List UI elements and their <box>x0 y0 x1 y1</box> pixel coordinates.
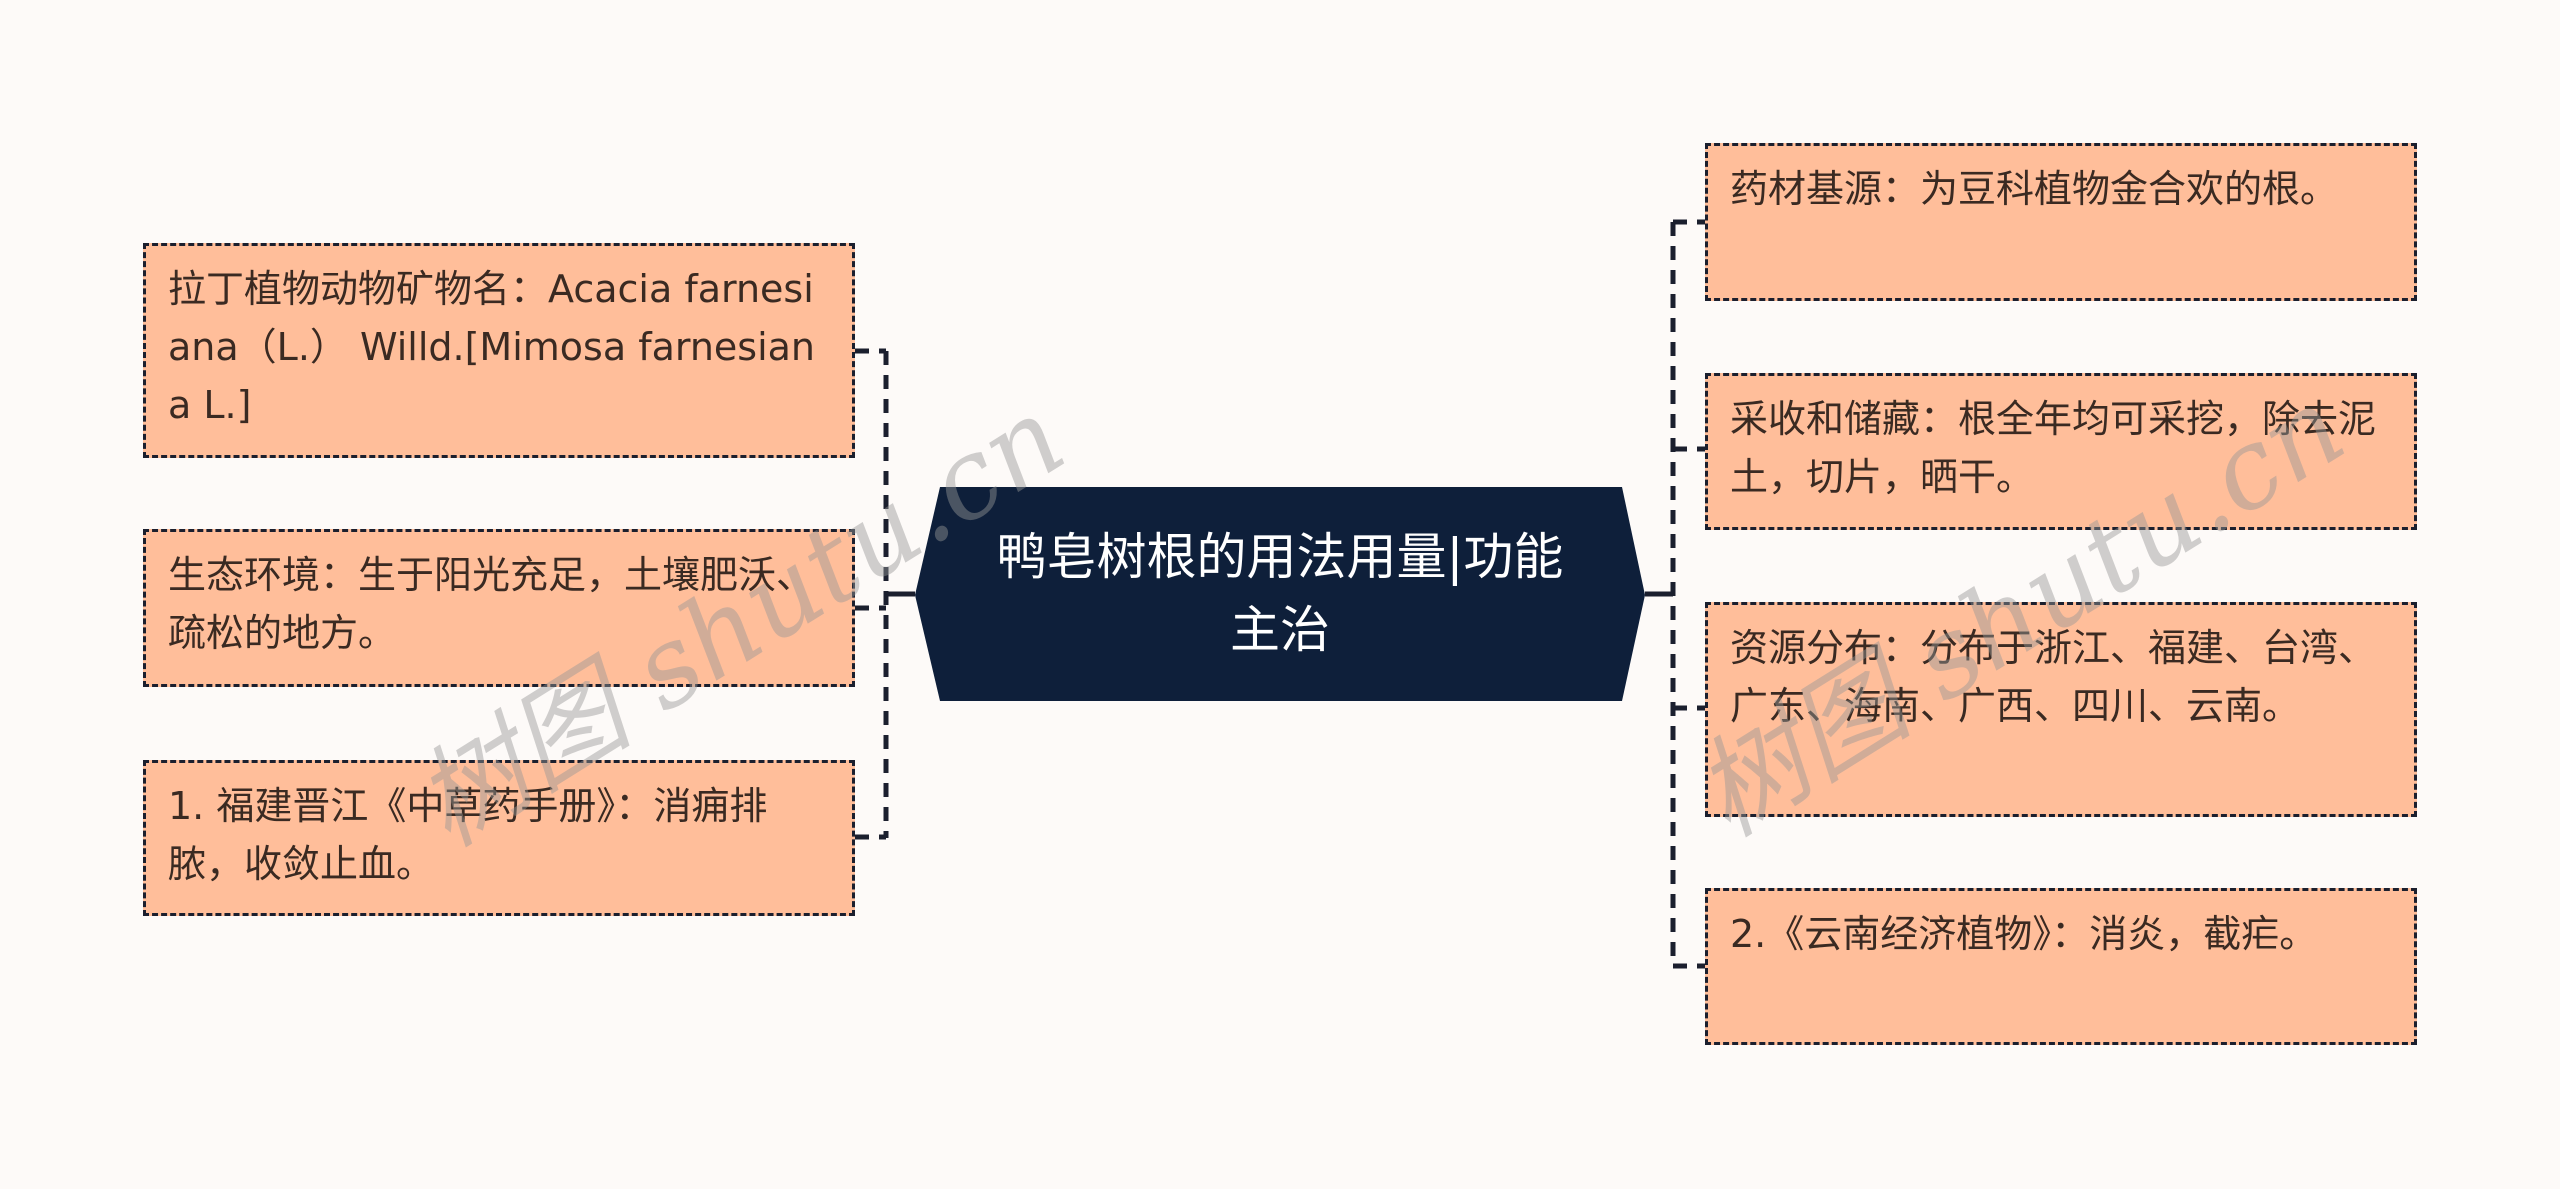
node-yunnan-economic-plants[interactable]: 2.《云南经济植物》：消炎，截疟。 <box>1705 888 2417 1045</box>
node-fujian-herbal-manual[interactable]: 1. 福建晋江《中草药手册》：消痈排脓，收敛止血。 <box>143 760 855 916</box>
node-text: 1. 福建晋江《中草药手册》：消痈排脓，收敛止血。 <box>168 784 768 886</box>
node-resource-distribution[interactable]: 资源分布：分布于浙江、福建、台湾、广东、海南、广西、四川、云南。 <box>1705 602 2417 817</box>
node-text: 药材基源：为豆科植物金合欢的根。 <box>1730 167 2339 211</box>
node-latin-name[interactable]: 拉丁植物动物矿物名：Acacia farnesiana（L.） Willd.[M… <box>143 243 855 458</box>
central-topic-node[interactable]: 鸭皂树根的用法用量|功能 主治 <box>915 487 1645 701</box>
node-medicinal-source[interactable]: 药材基源：为豆科植物金合欢的根。 <box>1705 143 2417 301</box>
node-habitat[interactable]: 生态环境：生于阳光充足，土壤肥沃、疏松的地方。 <box>143 529 855 687</box>
node-text: 拉丁植物动物矿物名：Acacia farnesiana（L.） Willd.[M… <box>168 267 816 427</box>
node-text: 采收和储藏：根全年均可采挖，除去泥土，切片，晒干。 <box>1730 397 2377 499</box>
node-text: 生态环境：生于阳光充足，土壤肥沃、疏松的地方。 <box>168 553 815 655</box>
node-text: 资源分布：分布于浙江、福建、台湾、广东、海南、广西、四川、云南。 <box>1730 626 2377 728</box>
central-topic-title-line1: 鸭皂树根的用法用量|功能 <box>996 528 1564 586</box>
central-topic-title-line2: 主治 <box>1229 601 1330 659</box>
node-harvest-storage[interactable]: 采收和储藏：根全年均可采挖，除去泥土，切片，晒干。 <box>1705 373 2417 530</box>
node-text: 2.《云南经济植物》：消炎，截疟。 <box>1730 912 2318 956</box>
